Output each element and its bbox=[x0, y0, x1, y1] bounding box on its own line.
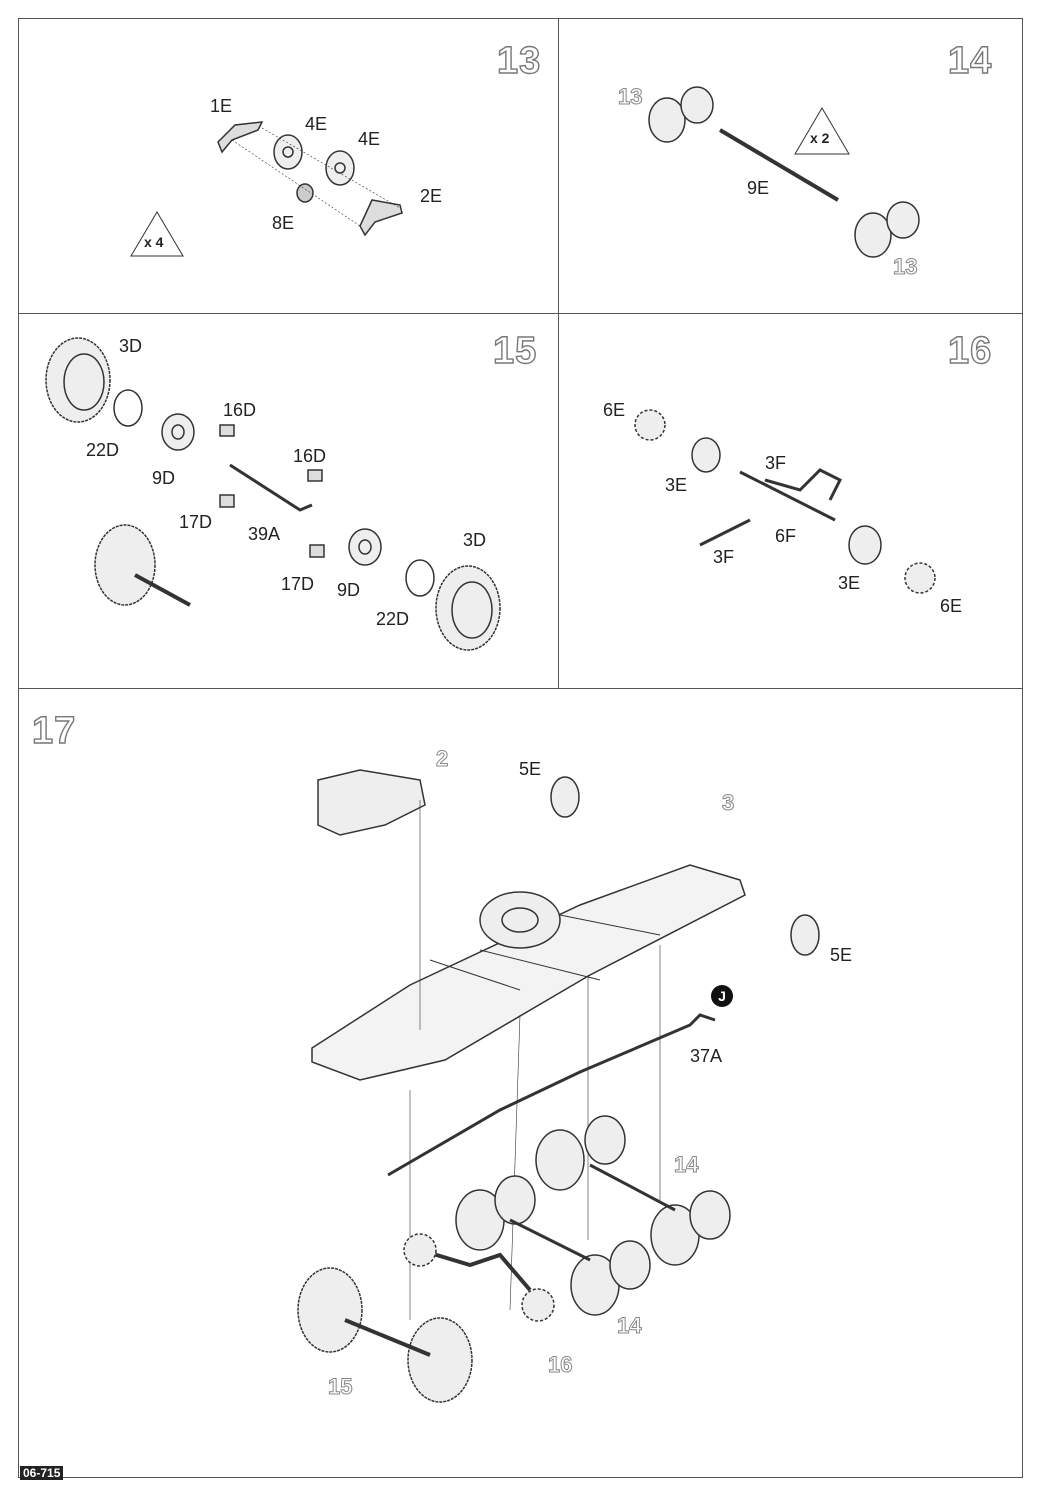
step-reference: 14 bbox=[673, 1152, 699, 1178]
multiplier-label: x 4 bbox=[144, 234, 164, 250]
part-label: 3F bbox=[713, 547, 735, 567]
step-reference: 16 bbox=[547, 1352, 573, 1378]
part-label: 2E bbox=[420, 186, 443, 206]
part-label: 6E bbox=[940, 596, 963, 616]
step14-drawing bbox=[648, 86, 920, 258]
part-label: 17D bbox=[281, 574, 315, 594]
part-label: 9D bbox=[337, 580, 361, 600]
step16-drawing bbox=[634, 409, 936, 594]
part-label: 22D bbox=[86, 440, 120, 460]
step-reference: 13 bbox=[892, 254, 918, 280]
page-code: 06-715 bbox=[20, 1466, 64, 1480]
part-label: 16D bbox=[223, 400, 257, 420]
step15-drawing bbox=[45, 337, 501, 651]
part-label: 6E bbox=[603, 400, 626, 420]
multiplier-label: x 2 bbox=[810, 130, 830, 146]
step17-drawing bbox=[297, 769, 820, 1403]
step13-drawing bbox=[217, 121, 403, 237]
part-label: 3D bbox=[463, 530, 487, 550]
part-label: 17D bbox=[179, 512, 213, 532]
part-label: 5E bbox=[519, 759, 542, 779]
step-reference: 2 bbox=[435, 746, 449, 772]
part-label: 3D bbox=[119, 336, 143, 356]
part-label: 3F bbox=[765, 453, 787, 473]
step-number-15: 15 bbox=[492, 329, 538, 372]
part-label: 4E bbox=[305, 114, 328, 134]
part-label: 37A bbox=[690, 1046, 723, 1066]
part-label: 9E bbox=[747, 178, 770, 198]
step-number-17: 17 bbox=[31, 709, 77, 752]
step14-multiplier-triangle bbox=[794, 107, 850, 155]
step13-multiplier-triangle bbox=[130, 211, 184, 257]
part-label: 9D bbox=[152, 468, 176, 488]
part-label: 8E bbox=[272, 213, 295, 233]
part-label: 39A bbox=[248, 524, 281, 544]
part-label: 5E bbox=[830, 945, 853, 965]
step-number-14: 14 bbox=[947, 39, 993, 82]
part-label: 3E bbox=[665, 475, 688, 495]
part-label: 6F bbox=[775, 526, 797, 546]
step-number-16: 16 bbox=[947, 329, 993, 372]
part-label: 1E bbox=[210, 96, 233, 116]
divider bbox=[18, 313, 1023, 314]
page-frame bbox=[18, 18, 1023, 1478]
step-reference: 13 bbox=[617, 84, 643, 110]
part-label: 4E bbox=[358, 129, 381, 149]
divider bbox=[18, 688, 1023, 689]
step-reference: 3 bbox=[721, 790, 735, 816]
part-label: 3E bbox=[838, 573, 861, 593]
step-reference: 15 bbox=[327, 1374, 353, 1400]
divider bbox=[558, 18, 559, 688]
step-number-13: 13 bbox=[496, 39, 542, 82]
part-label: 22D bbox=[376, 609, 410, 629]
step-reference: 14 bbox=[616, 1313, 642, 1339]
part-label: 16D bbox=[293, 446, 327, 466]
marker-j: J bbox=[711, 985, 733, 1007]
